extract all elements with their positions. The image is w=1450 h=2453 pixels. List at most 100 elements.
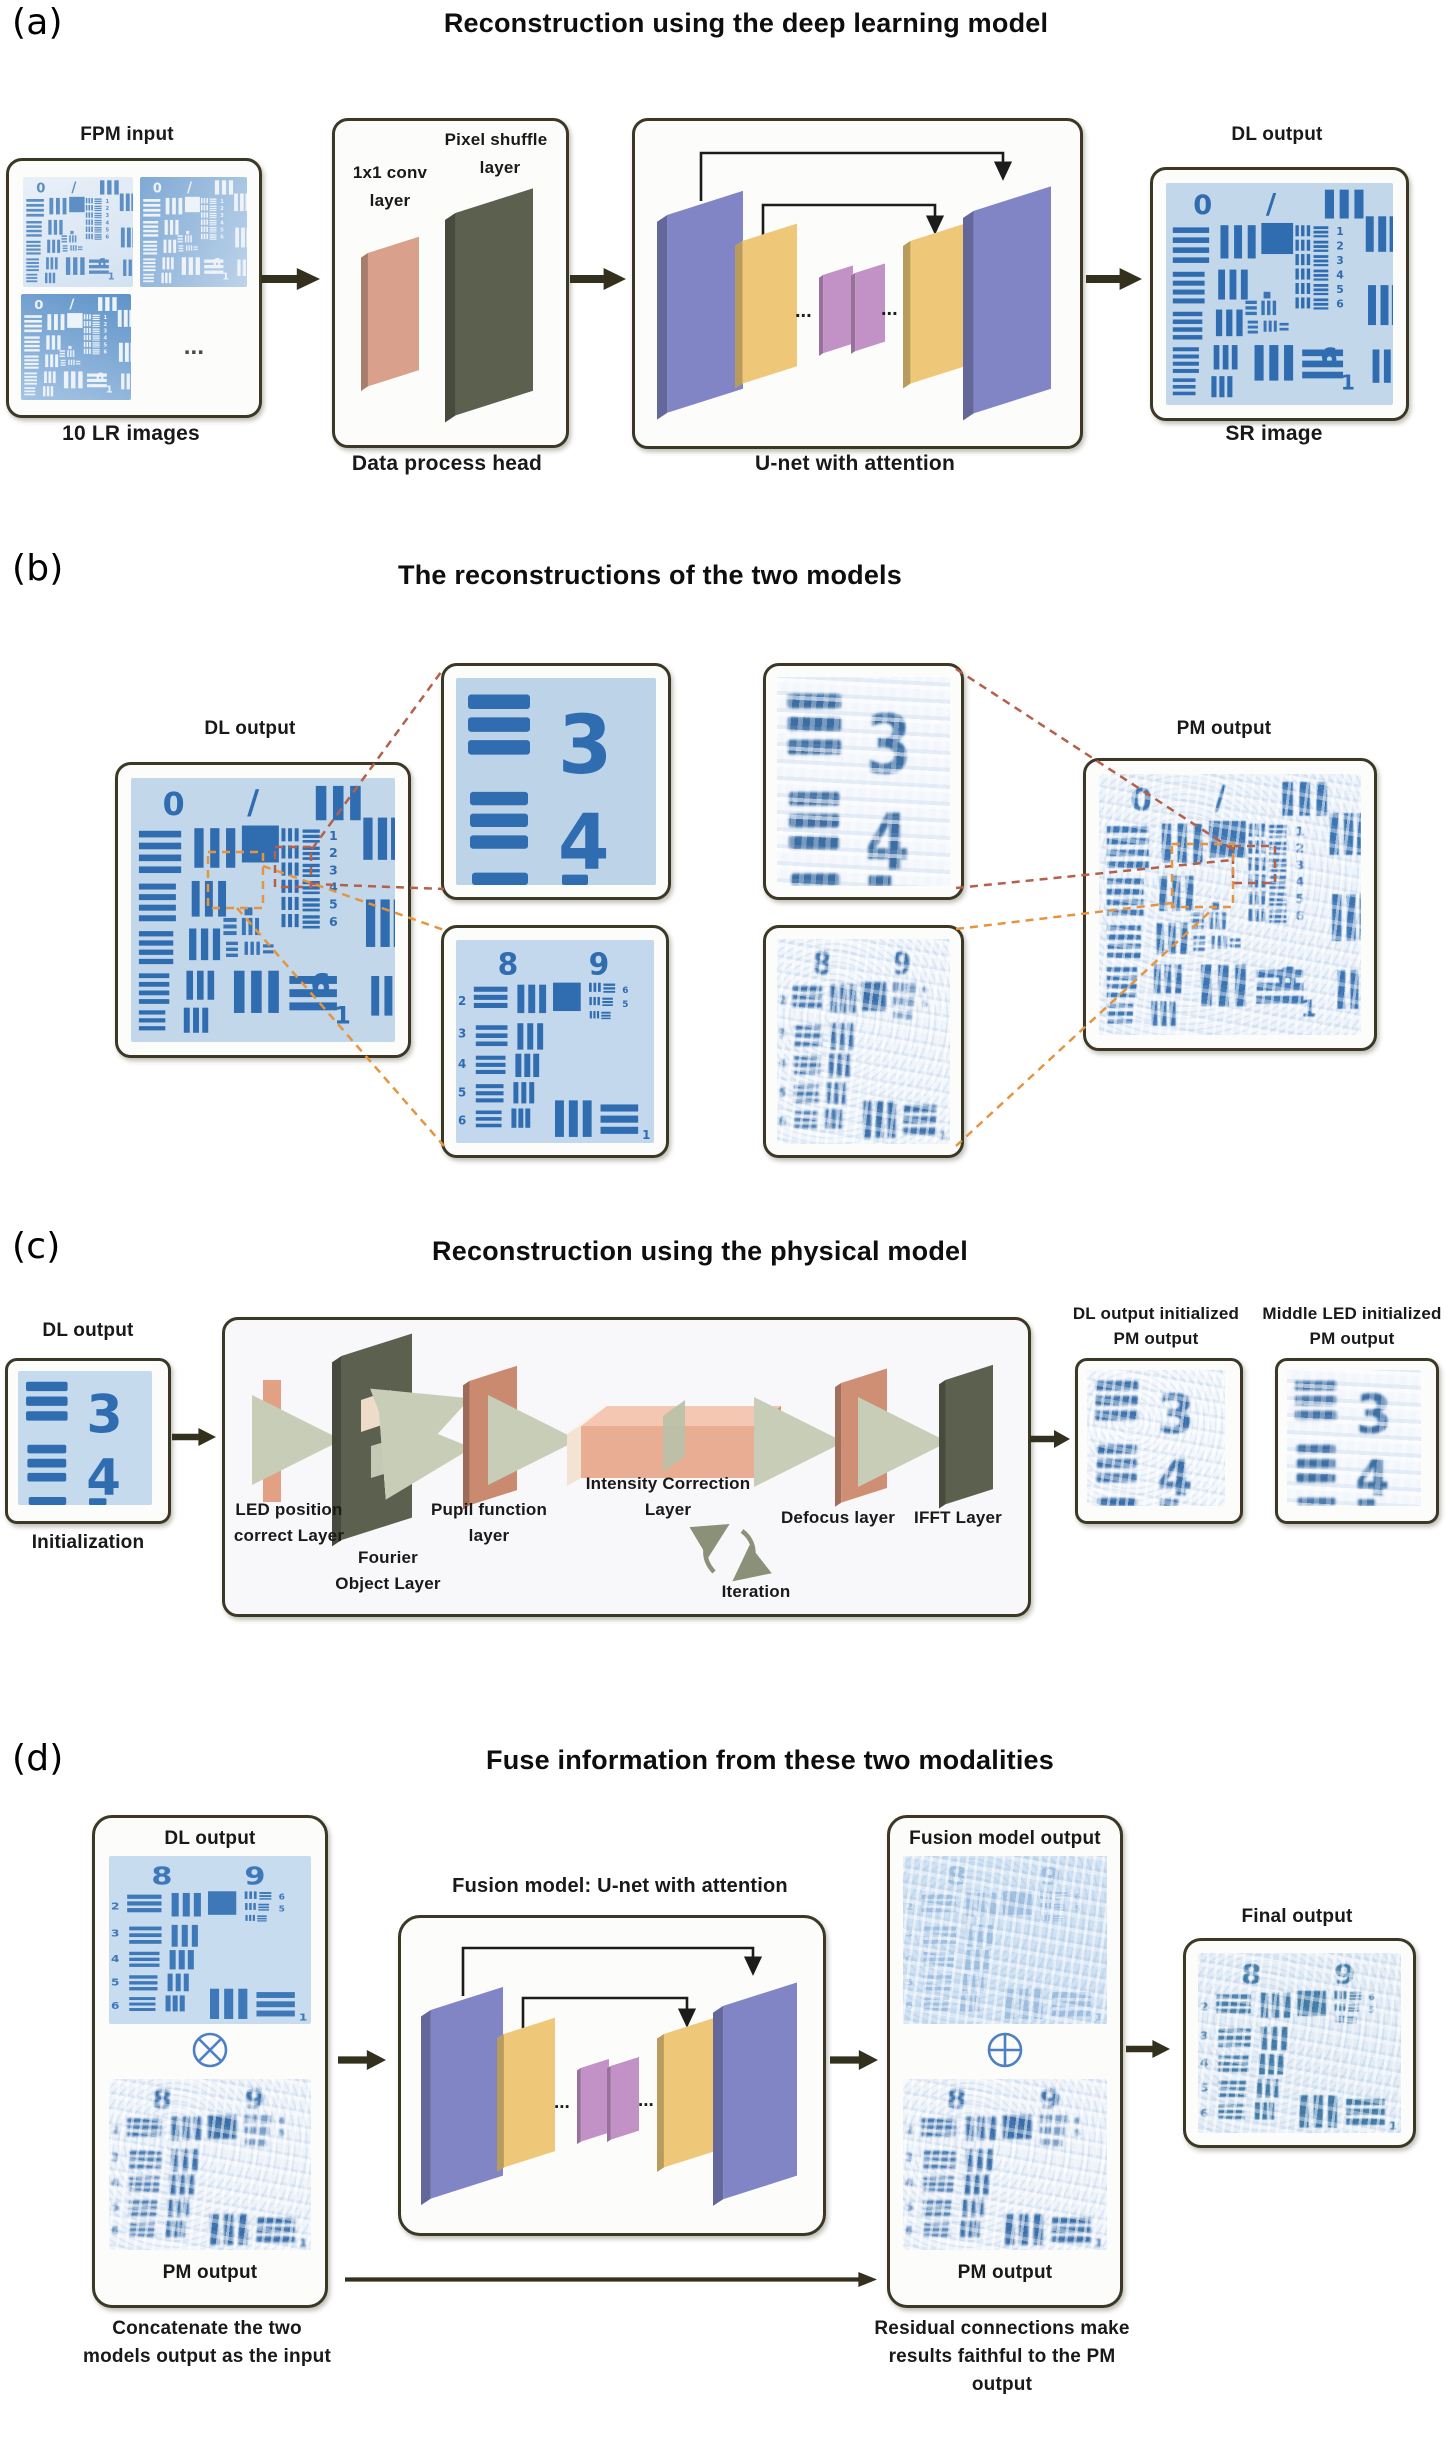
data-process-head-label: Data process head	[351, 452, 543, 475]
skip-connection-inner	[521, 1996, 697, 2032]
crop89-chart	[109, 1856, 311, 2024]
ifft-layer-slab	[939, 1364, 993, 1509]
final-output-image	[1198, 1953, 1401, 2133]
fusion-unet-diagram: ... ...	[421, 1946, 797, 2206]
data-process-head-box	[332, 118, 569, 448]
unet-diagram: ... ...	[657, 151, 1051, 421]
panel-c-title: Reconstruction using the physical model	[432, 1236, 968, 1266]
dl-output-image-d	[109, 1856, 311, 2024]
encoder-layer-slab	[657, 190, 743, 420]
crop89-chart-final	[1198, 1953, 1401, 2133]
out1-label-1: DL output initialized	[1072, 1304, 1240, 1323]
residual-circled-plus-icon	[987, 2032, 1023, 2068]
conv-layer-slab	[361, 236, 419, 392]
fusion-output-label: Fusion model output	[909, 1828, 1101, 1849]
usaf-chart	[1166, 183, 1393, 405]
bottleneck-layer-slab	[851, 263, 885, 354]
unet-dots: ...	[881, 298, 898, 320]
panel-a-title: Reconstruction using the deep learning m…	[443, 8, 1049, 38]
out2-label-1: Middle LED initialized	[1262, 1304, 1442, 1323]
bottleneck-layer-slab	[819, 265, 853, 356]
intensity-correction-layer	[567, 1400, 781, 1486]
defocus-layer-label: Defocus layer	[780, 1508, 896, 1527]
crop34-chart-noisy	[1087, 1370, 1225, 1506]
pm-output-image	[1099, 774, 1361, 1035]
pm-output-image-d-left	[109, 2079, 311, 2250]
pm-crop-89-image	[777, 939, 950, 1144]
fusion-model-box: ... ...	[398, 1915, 826, 2236]
residual-connection-arrow-icon	[345, 2272, 877, 2287]
panel-a-tag: (a)	[12, 2, 63, 43]
initialization-image	[18, 1371, 152, 1505]
pixel-shuffle-slab	[445, 188, 533, 423]
initialization-label: Initialization	[31, 1532, 145, 1553]
led-layer-label-2: correct Layer	[233, 1526, 345, 1545]
skip-connection-outer	[461, 1946, 763, 1996]
defocus-layer-slab	[835, 1368, 887, 1507]
lr-image-1	[23, 177, 133, 287]
out1-label-2: PM output	[1113, 1329, 1199, 1348]
dl-output-label-d: DL output	[164, 1828, 256, 1849]
fpm-input-box: ...	[6, 158, 262, 418]
concat-caption-2: models output as the input	[83, 2346, 331, 2367]
flow-arrow-icon	[338, 2050, 386, 2070]
pixel-shuffle-label-1: Pixel shuffle	[444, 130, 548, 149]
dl-crop-89-image	[456, 940, 654, 1143]
pupil-layer-label-1: Pupil function	[430, 1500, 548, 1519]
dl-output-image	[131, 778, 395, 1042]
flow-arrow-icon	[1030, 1430, 1070, 1448]
ifft-layer-label: IFFT Layer	[914, 1508, 1002, 1527]
dl-initialized-output-box	[1075, 1358, 1243, 1524]
crop89-chart-noisy	[777, 939, 950, 1144]
residual-caption-2: results faithful to the PM	[888, 2346, 1116, 2367]
initialization-box	[5, 1358, 171, 1524]
iteration-cycle-icon	[689, 1524, 772, 1582]
usaf-chart-inverse	[21, 294, 131, 400]
residual-caption-1: Residual connections make	[874, 2318, 1130, 2339]
decoder-layer-slab	[657, 2017, 715, 2173]
panel-d-title: Fuse information from these two modaliti…	[486, 1745, 1054, 1775]
pm-crop-89-box	[763, 925, 964, 1158]
bottleneck-layer-slab	[577, 2059, 609, 2145]
lr-image-3	[21, 294, 131, 400]
encoder-layer-slab	[735, 223, 797, 389]
crop34-chart-noisy	[777, 677, 950, 886]
flow-arrow-icon	[570, 268, 626, 290]
dl-output-label-b: DL output	[204, 718, 296, 739]
concat-caption-1: Concatenate the two	[112, 2318, 302, 2339]
dl-crop-89-box	[441, 925, 669, 1158]
pm-crop-34-box	[763, 663, 964, 900]
dl-crop-34-image	[456, 678, 656, 885]
fusion-model-label: Fusion model: U-net with attention	[452, 1875, 788, 1897]
dl-crop-34-box	[441, 663, 671, 900]
panel-b-tag: (b)	[12, 548, 64, 589]
crop89-chart-faint	[903, 1856, 1107, 2024]
fourier-layer-label-1: Fourier	[358, 1548, 418, 1567]
unet-dots: ...	[638, 2090, 654, 2111]
residual-caption-3: output	[971, 2374, 1033, 2395]
pupil-function-layer-slab	[463, 1365, 517, 1510]
skip-connection-inner	[761, 203, 945, 239]
panel-d-tag: (d)	[12, 1738, 64, 1779]
physical-model-diagram	[252, 1333, 993, 1582]
final-output-box	[1183, 1938, 1416, 2148]
pm-crop-34-image	[777, 677, 950, 886]
dl-initialized-output-image	[1087, 1370, 1225, 1506]
lr-images-label: 10 LR images	[62, 422, 200, 445]
pm-output-label-d-left: PM output	[162, 2262, 258, 2283]
skip-connection-outer	[699, 151, 1013, 201]
usaf-chart	[131, 778, 395, 1042]
crop89-chart	[456, 940, 654, 1143]
panel-b-title: The reconstructions of the two models	[398, 560, 902, 590]
unet-label: U-net with attention	[755, 452, 955, 475]
flow-arrow-icon	[830, 2050, 878, 2070]
iteration-label: Iteration	[721, 1582, 791, 1601]
concat-circled-times-icon	[192, 2032, 228, 2068]
sage-arrow-icon	[378, 1409, 472, 1500]
usaf-chart-noisy	[1099, 774, 1361, 1035]
fusion-model-output-image	[903, 1856, 1107, 2024]
dl-output-label-c: DL output	[42, 1320, 134, 1341]
final-output-label: Final output	[1241, 1906, 1353, 1927]
unet-dots: ...	[554, 2092, 570, 2113]
pm-output-label-b: PM output	[1176, 718, 1272, 739]
